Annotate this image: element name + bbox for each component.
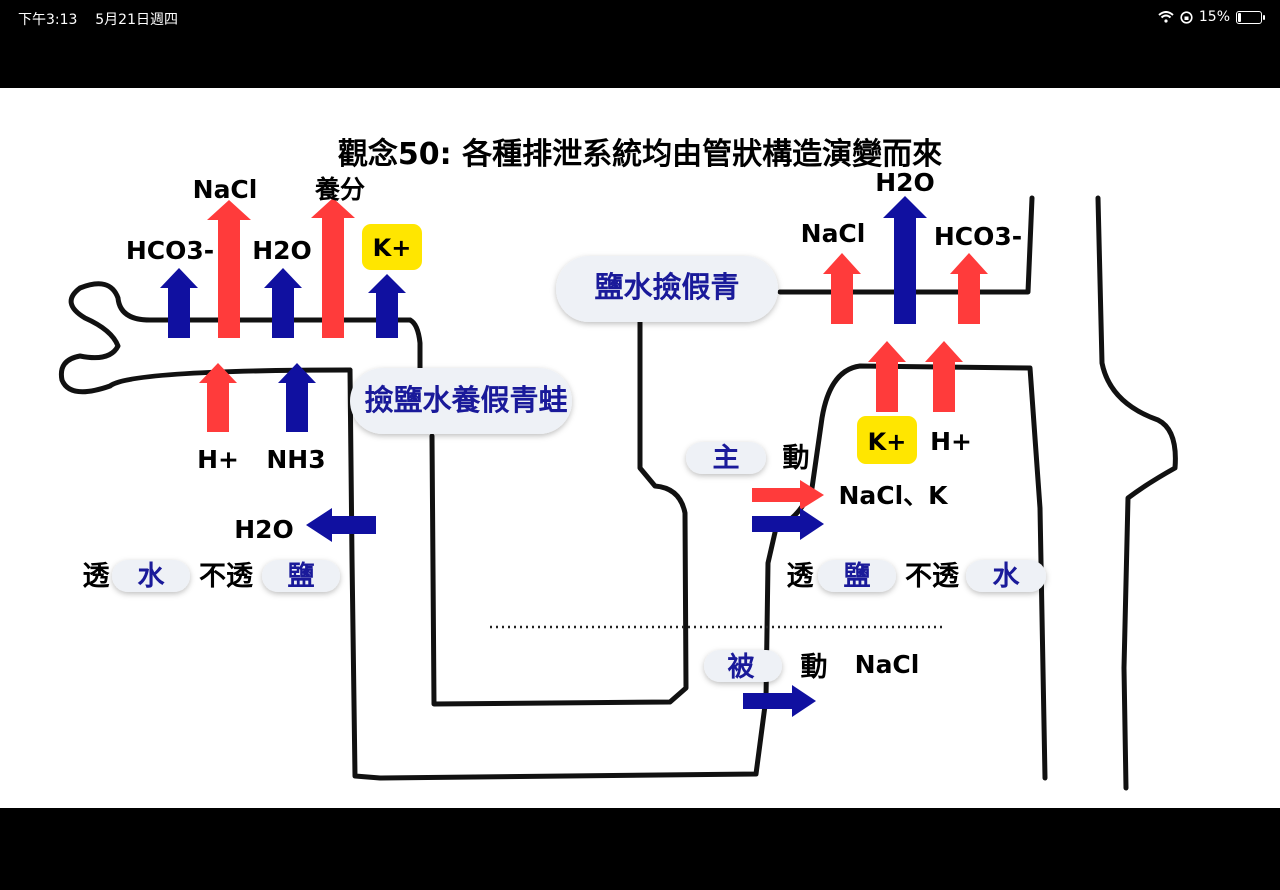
arrow-k-out (368, 274, 406, 338)
label-nacl: NaCl (193, 175, 258, 204)
arrow-active-k (752, 508, 824, 540)
perm-right-c: 不透 (905, 561, 959, 592)
passive-transport: 被 動 NaCl (704, 650, 919, 717)
perm-right-d: 水 (993, 561, 1021, 592)
slide: 觀念50: 各種排泄系統均由管狀構造演變而來 HCO3- NaCl H2O (0, 88, 1280, 808)
bottom-bar (0, 808, 1280, 890)
active-ions: NaCl、K (838, 481, 949, 510)
arrow-h2o-out (264, 268, 302, 338)
label-hco3: HCO3- (126, 236, 214, 265)
diagram: 觀念50: 各種排泄系統均由管狀構造演變而來 HCO3- NaCl H2O (58, 137, 1178, 791)
label-nh3: NH3 (266, 445, 325, 474)
slide-title: 觀念50: 各種排泄系統均由管狀構造演變而來 (338, 137, 942, 172)
arrow-right-hco3-out (950, 253, 988, 324)
battery-icon (1236, 10, 1265, 24)
arrow-h2o-left (306, 508, 376, 542)
arrow-h-in (199, 363, 237, 432)
battery-percent: 15% (1198, 9, 1230, 25)
label-k-right: K+ (868, 428, 907, 456)
arrow-nacl-out (207, 200, 251, 338)
passive-a: 被 (728, 652, 755, 683)
right-top-arrows (823, 196, 988, 324)
arrow-right-h-up (925, 341, 963, 412)
label-right-h2o: H2O (875, 168, 935, 197)
active-transport: 主 動 NaCl、K (686, 442, 949, 540)
label-right-hco3: HCO3- (934, 222, 1022, 251)
arrow-right-h2o-out (883, 196, 927, 324)
active-b: 動 (783, 443, 810, 474)
label-nutrient: 養分 (315, 175, 365, 204)
wifi-icon (1158, 11, 1174, 23)
frog-out-arrows (160, 198, 406, 338)
arrow-nutrient-out (311, 198, 355, 338)
right-top-wall (777, 195, 1035, 295)
perm-left-c: 不透 (199, 561, 253, 592)
perm-left-a: 透 (83, 561, 110, 592)
status-time-date: 下午3:13 5月21日週四 (18, 9, 178, 29)
status-time: 下午3:13 (18, 12, 78, 28)
status-right: 15% (1158, 9, 1265, 25)
orientation-lock-icon (1180, 10, 1193, 24)
perm-left-d: 鹽 (288, 561, 315, 592)
frog-in-arrows (199, 363, 316, 432)
frog-bubble-text: 撿鹽水養假青蛙 (364, 383, 567, 417)
arrow-right-k-up (868, 341, 906, 412)
perm-right-a: 透 (787, 561, 814, 592)
right-vessel-wall (1095, 195, 1178, 791)
arrow-passive-nacl (743, 685, 816, 717)
label-right-nacl: NaCl (801, 219, 866, 248)
label-k-left: K+ (373, 234, 412, 262)
frog-bubble: 撿鹽水養假青蛙 (350, 368, 572, 434)
tubule-inner-wall (429, 313, 689, 707)
perm-right-b: 鹽 (844, 561, 871, 592)
perm-left-b: 水 (138, 561, 166, 592)
label-h2o: H2O (252, 236, 312, 265)
arrow-active-nacl (752, 480, 824, 510)
right-bubble: 鹽水撿假青 (556, 256, 778, 322)
right-mid-arrows (868, 341, 963, 412)
arrow-hco3-out (160, 268, 198, 338)
passive-b: 動 (801, 652, 828, 683)
label-right-h: H+ (930, 427, 972, 456)
k-badge-right: K+ (857, 416, 917, 464)
label-h2o-out: H2O (234, 515, 294, 544)
passive-c: NaCl (855, 650, 920, 679)
arrow-nh3-in (278, 363, 316, 432)
right-bubble-text: 鹽水撿假青 (594, 270, 739, 304)
k-badge-left: K+ (362, 224, 422, 270)
right-permeability: 透 鹽 不透 水 (787, 560, 1046, 592)
status-date: 5月21日週四 (95, 12, 178, 28)
frog-permeability: 透 水 不透 鹽 (83, 560, 340, 592)
label-h: H+ (197, 445, 239, 474)
status-bar: 下午3:13 5月21日週四 15% (0, 0, 1280, 88)
active-a: 主 (713, 443, 740, 474)
arrow-right-nacl-out (823, 253, 861, 324)
frog-tubule-loop (58, 281, 413, 395)
